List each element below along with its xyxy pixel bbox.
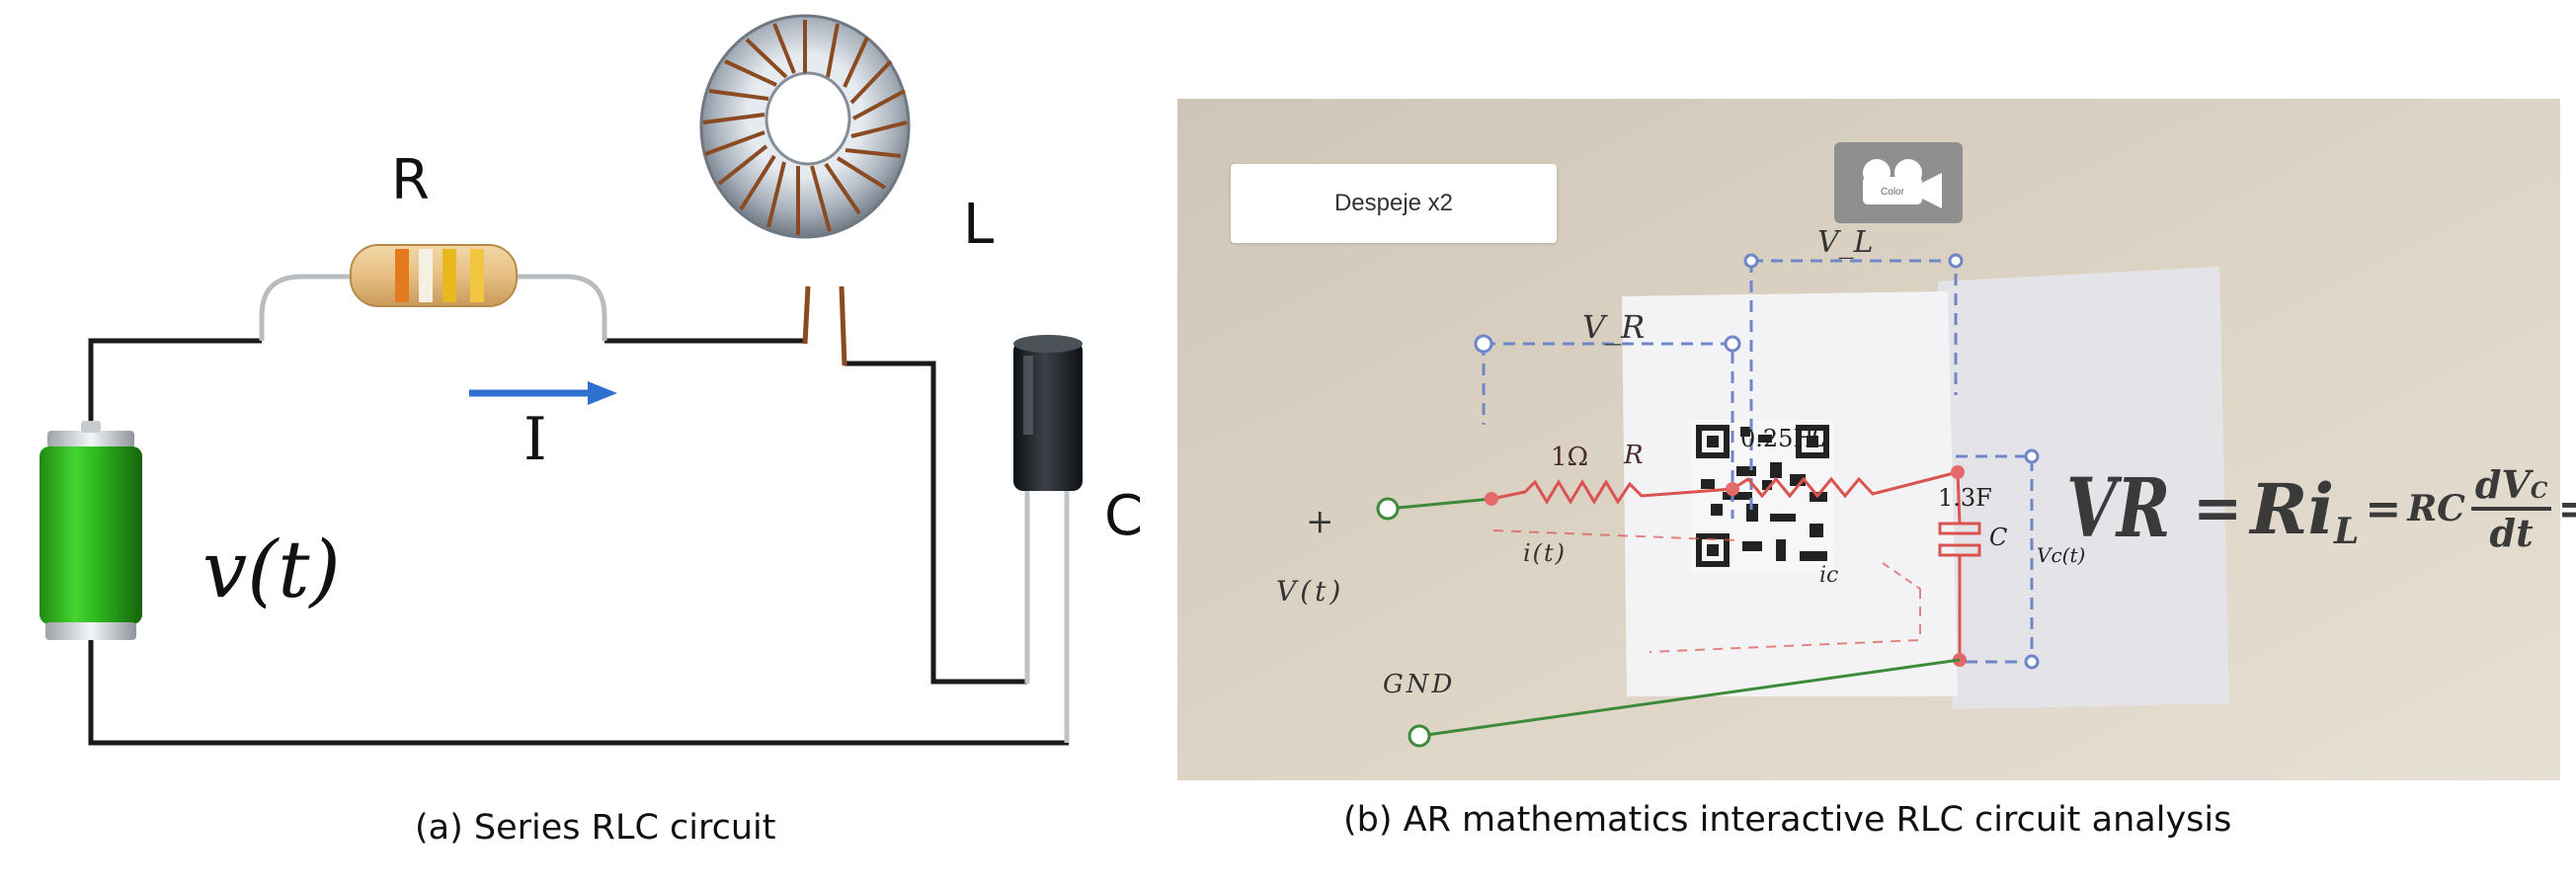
vc-label: Vc(t) <box>2037 543 2086 567</box>
voltage-source-label: v(t) <box>202 524 341 615</box>
wire-inductor-to-capacitor <box>845 361 1027 685</box>
equation-term1: Ri <box>2250 467 2335 550</box>
equation-numerator: dVC <box>2470 462 2552 511</box>
plus-sign: + <box>1306 502 1334 541</box>
inductance-value: 0.25H <box>1740 425 1814 452</box>
equation-equals-2: = <box>2365 483 2402 534</box>
camera-button-text: Color <box>1881 187 1905 198</box>
capacitor-leads <box>1024 489 1070 743</box>
ar-scene: Despeje x2 Color V_L V_R 1Ω R 0.25H L 1.… <box>1177 99 2576 780</box>
equation-denominator: dt <box>2489 511 2534 555</box>
capacitance-value: 1.3F <box>1938 484 1992 512</box>
wire-battery-to-resistor <box>88 338 262 435</box>
v-source-label: V(t) <box>1276 575 1345 608</box>
camera-button[interactable]: Color <box>1834 142 1963 223</box>
current-direction-arrow <box>469 381 617 405</box>
resistor-lead-right <box>512 274 607 341</box>
ar-handle-points <box>1474 253 2040 670</box>
ic-label: ic <box>1819 563 1839 588</box>
current-label-ar: i(t) <box>1523 539 1568 567</box>
resistor-lead-left <box>259 274 356 341</box>
equation-lhs: VR <box>2066 461 2171 556</box>
inductor-toroid <box>699 14 911 366</box>
equation-equals-1: = <box>2193 474 2243 543</box>
vr-label: V_R <box>1582 308 1646 346</box>
vl-label: V_L <box>1817 225 1874 260</box>
resistance-value: 1Ω <box>1551 443 1589 472</box>
capacitor-label: C <box>1104 484 1144 548</box>
ar-circuit-nodes <box>1485 465 1967 667</box>
inductor-label: L <box>963 193 995 257</box>
equation-equals-3: = <box>2557 484 2576 534</box>
circuit-wires <box>88 338 1069 746</box>
despeje-button[interactable]: Despeje x2 <box>1231 164 1557 243</box>
wire-bottom-return <box>88 632 1069 746</box>
capacitor-symbol: C <box>1989 524 2008 551</box>
ground-label: GND <box>1383 670 1456 699</box>
resistor-symbol: R <box>1624 441 1644 470</box>
battery <box>40 421 142 640</box>
ar-equation: VR = Ri L = RC dVC dt = <box>2066 435 2576 583</box>
equation-term1-subscript: L <box>2334 511 2360 552</box>
series-rlc-diagram: R L C I v(t) (a) Series RLC circuit <box>0 0 1146 891</box>
ground-wire <box>1418 658 1961 738</box>
resistor <box>350 244 518 307</box>
caption-a: (a) Series RLC circuit <box>415 808 776 848</box>
equation-rc: RC <box>2407 488 2465 529</box>
ar-terminals <box>1376 497 1431 748</box>
current-label: I <box>523 405 547 474</box>
video-camera-icon: Color <box>1863 159 1942 208</box>
inductor-symbol: L <box>1810 425 1825 452</box>
resistor-label: R <box>391 148 430 212</box>
electrolytic-capacitor <box>1013 335 1083 491</box>
caption-b: (b) AR mathematics interactive RLC circu… <box>1343 800 2232 840</box>
rlc-circuit-drawing <box>40 14 1083 746</box>
ar-circuit-schematic <box>1387 470 1981 660</box>
equation-fraction: dVC dt <box>2470 462 2552 555</box>
